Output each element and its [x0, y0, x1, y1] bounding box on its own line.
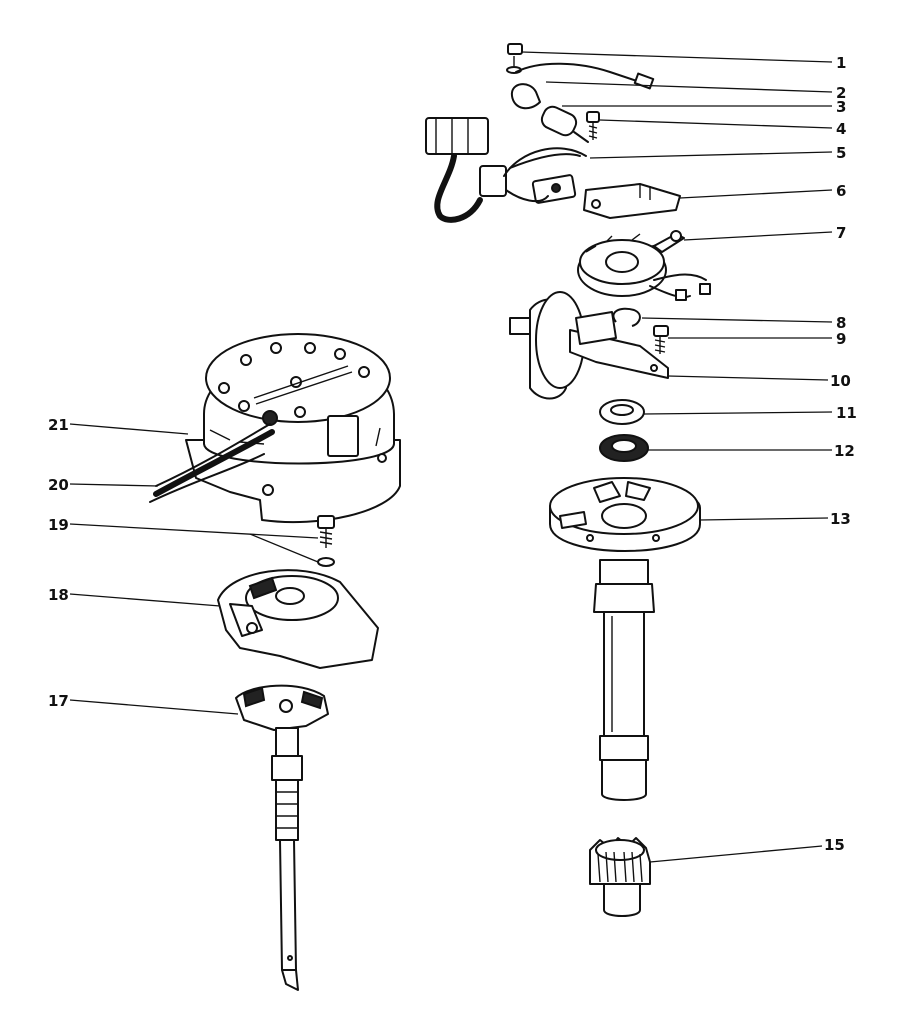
callout-19: 19 [48, 516, 69, 534]
part-8-retainer-ring [612, 307, 641, 327]
callout-5: 5 [836, 144, 846, 162]
part-11-washer [599, 399, 645, 425]
leader-2 [545, 81, 833, 93]
callout-9: 9 [836, 330, 846, 348]
leader-13 [699, 517, 829, 521]
leader-6 [679, 189, 833, 199]
leader-21 [69, 423, 189, 435]
leader-1 [521, 51, 833, 63]
callout-10: 10 [830, 372, 851, 390]
part-7-pickup-coil [577, 230, 711, 301]
callout-4: 4 [836, 120, 846, 138]
part-2-lead-wire [515, 62, 655, 90]
callout-2: 2 [836, 84, 846, 102]
callout-21: 21 [48, 416, 69, 434]
part-17-advance-weights [235, 684, 329, 991]
callout-6: 6 [836, 182, 846, 200]
part-13-housing [549, 477, 701, 801]
part-1-screw [506, 43, 523, 74]
callout-11: 11 [836, 404, 857, 422]
leader-10 [667, 375, 829, 381]
callout-20: 20 [48, 476, 69, 494]
callout-12: 12 [834, 442, 855, 460]
part-18-rotor [217, 569, 379, 669]
leader-20 [69, 483, 159, 487]
leader-19b [249, 533, 319, 563]
callout-1: 1 [836, 54, 846, 72]
part-9-screw [653, 325, 669, 354]
leader-19a [69, 523, 319, 539]
callout-7: 7 [836, 224, 846, 242]
part-21-distributor-cap [185, 333, 401, 524]
leader-18 [69, 593, 221, 607]
part-15-gear [589, 837, 651, 917]
leader-15 [649, 845, 823, 863]
callout-13: 13 [830, 510, 851, 528]
leader-7 [683, 231, 833, 241]
part-5-wiring-harness [425, 117, 587, 223]
callout-3: 3 [836, 98, 846, 116]
leader-11 [643, 411, 833, 415]
part-20-latch-clip [149, 423, 275, 503]
part-12-seal [599, 434, 649, 462]
part-10-vacuum-advance [509, 291, 669, 400]
leader-lines [69, 51, 833, 863]
callout-15: 15 [824, 836, 845, 854]
part-6-module [583, 183, 681, 219]
callout-numbers: 1 2 3 4 5 6 7 8 9 10 11 12 13 15 17 18 1… [48, 54, 857, 854]
part-4-screw [586, 111, 600, 140]
leader-17 [69, 699, 239, 715]
leader-5 [589, 151, 833, 159]
callout-18: 18 [48, 586, 69, 604]
leader-8 [641, 317, 833, 323]
callout-8: 8 [836, 314, 846, 332]
callout-17: 17 [48, 692, 69, 710]
part-3-condenser [510, 83, 589, 143]
part-19-screw [317, 515, 335, 567]
leader-4 [599, 119, 833, 129]
